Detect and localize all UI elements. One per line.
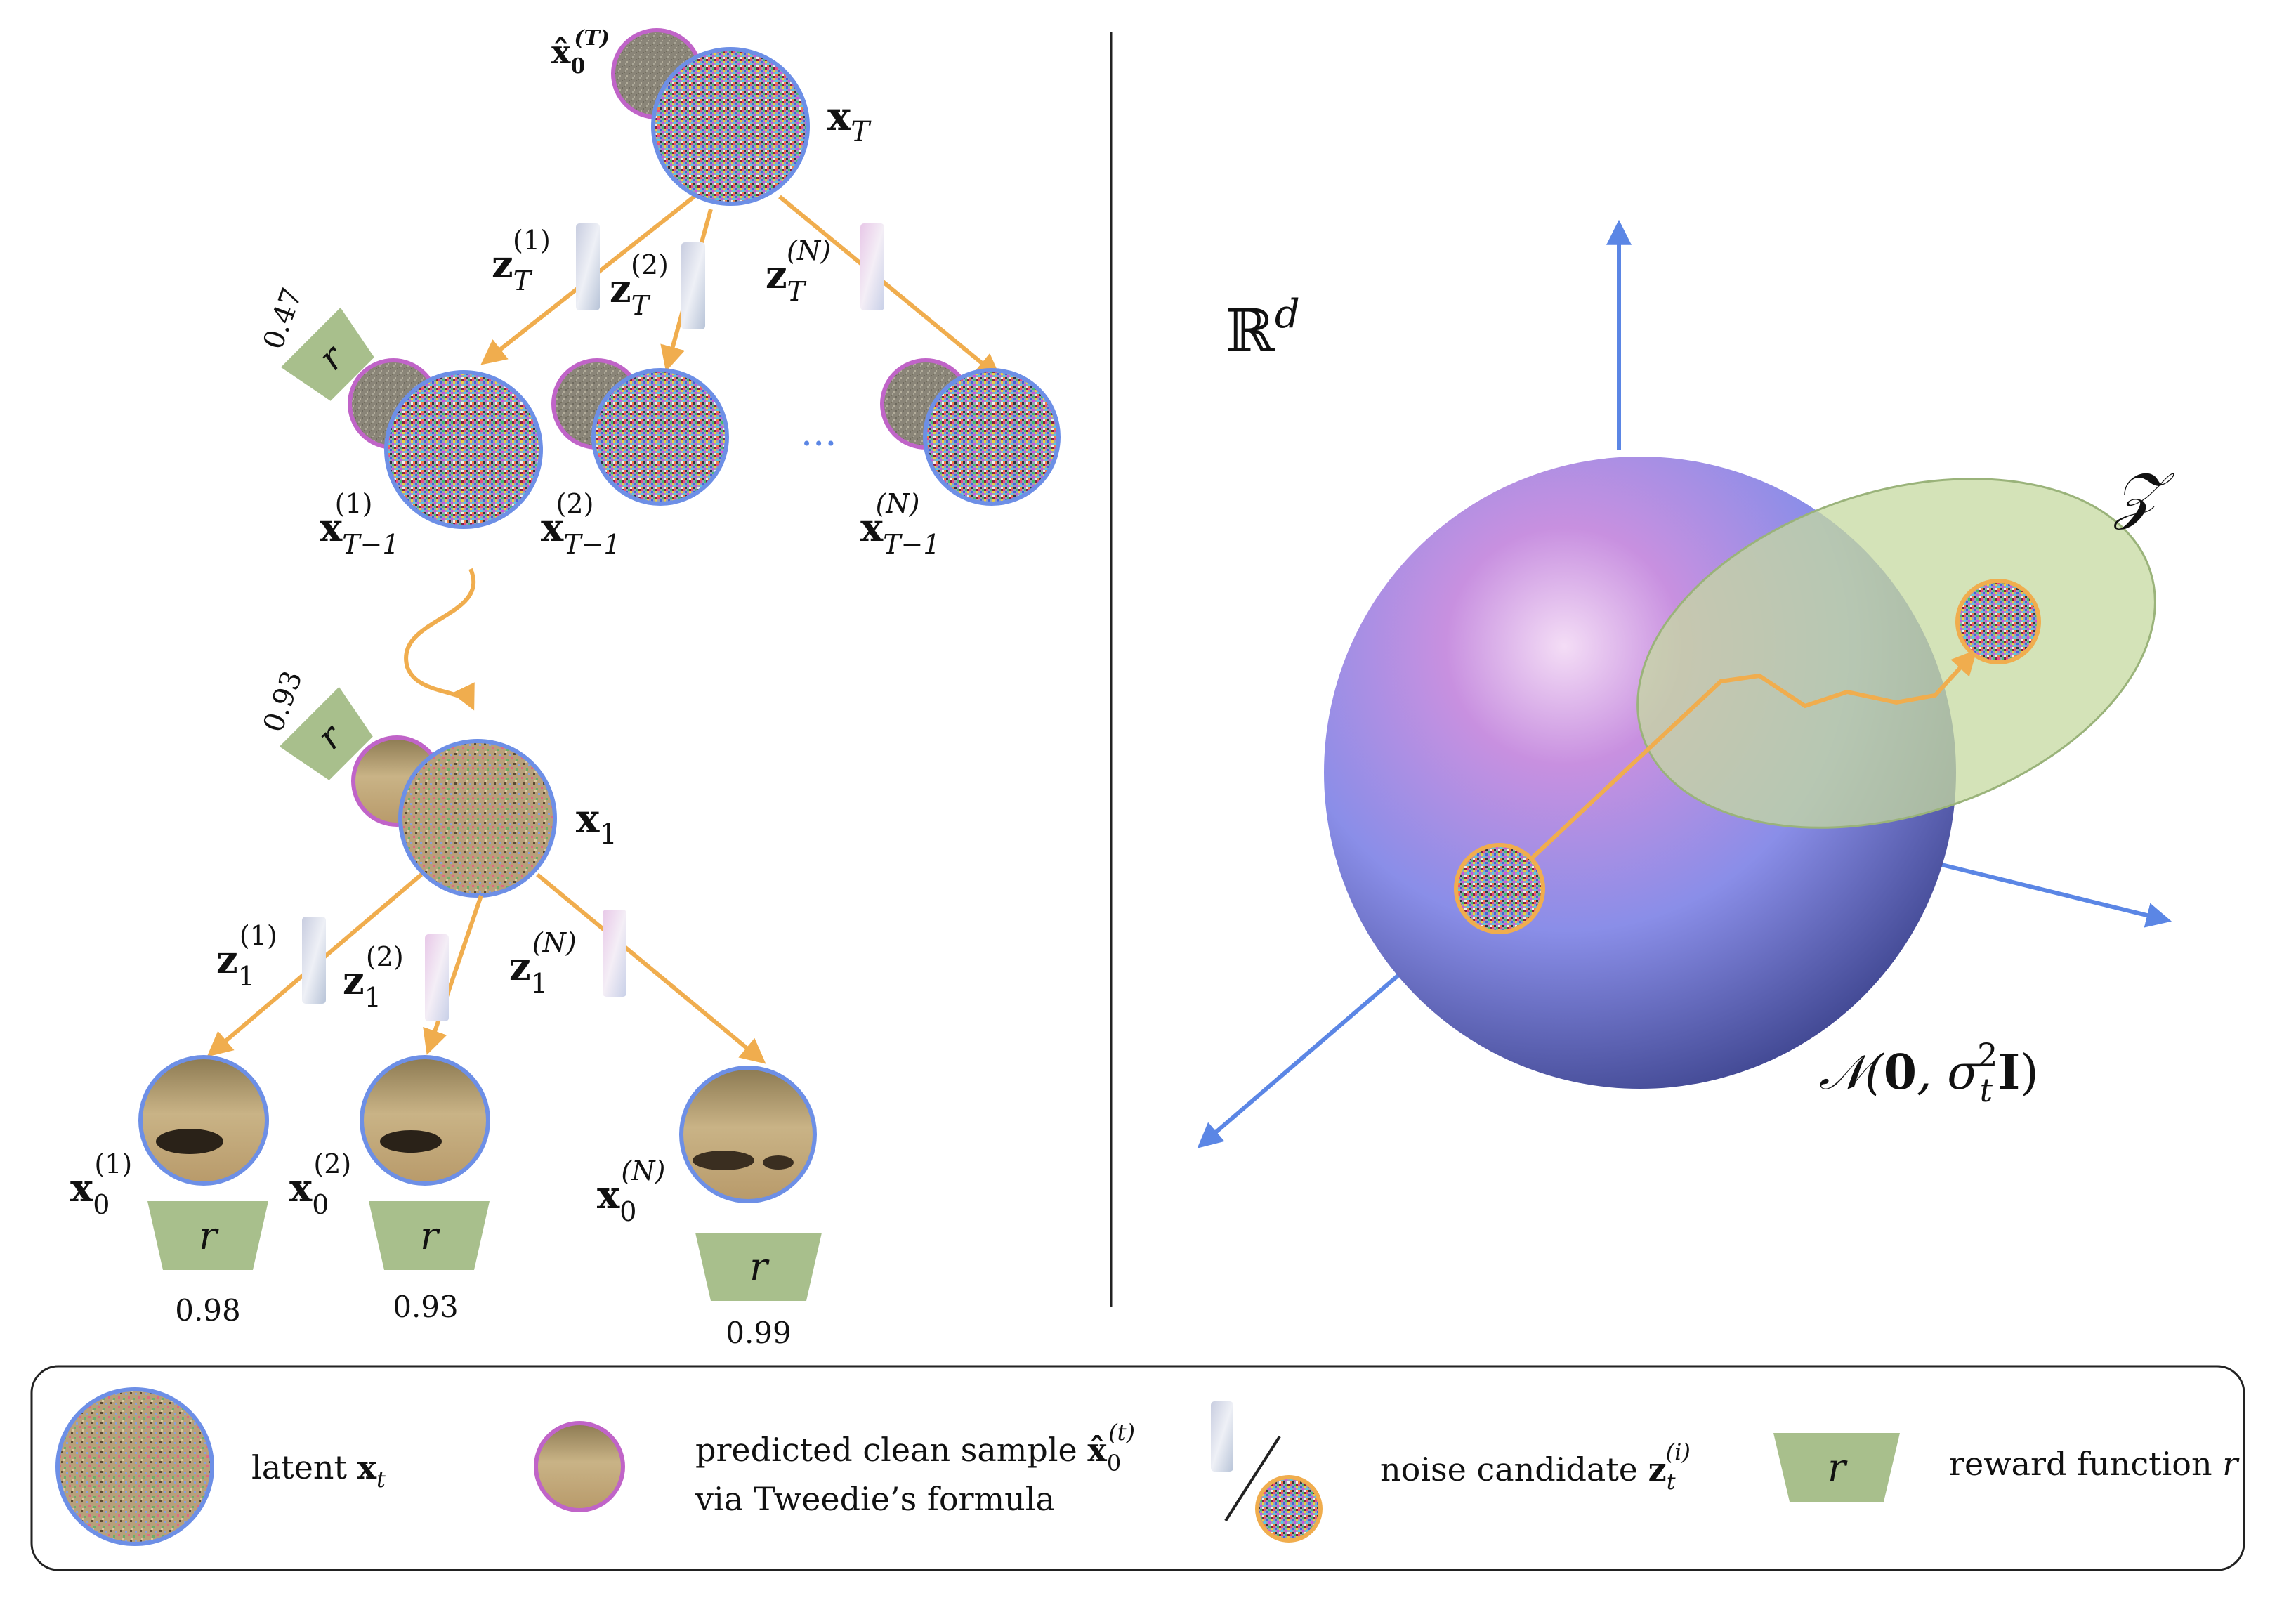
legend-reward-icon: r bbox=[1773, 1433, 1900, 1502]
z-top-1-label: zT(1) bbox=[492, 225, 551, 296]
svg-text:r: r bbox=[1828, 1446, 1848, 1490]
svg-text:r: r bbox=[199, 1214, 219, 1258]
leaf-2 bbox=[360, 1055, 490, 1186]
leaf-1-reward: r bbox=[147, 1201, 268, 1270]
mid-n-label: xT−1(N) bbox=[860, 488, 940, 560]
edge-x1-2 bbox=[423, 895, 483, 1055]
leaf-n-label: x0(N) bbox=[597, 1155, 665, 1227]
z-bottom-n-label: z1(N) bbox=[509, 927, 577, 999]
leaf-n bbox=[679, 1066, 817, 1203]
axis-left bbox=[1197, 971, 1403, 1148]
legend-predicted-line2: via Tweedie’s formula bbox=[695, 1480, 1055, 1518]
reward-x1: r bbox=[279, 686, 373, 780]
latent-space: ℝd 𝒵 𝒩(0, σt2I) bbox=[1197, 219, 2175, 1148]
legend-box bbox=[30, 1365, 2245, 1571]
svg-text:r: r bbox=[420, 1214, 440, 1258]
mid-1-label: xT−1(1) bbox=[320, 488, 400, 560]
root-hat-label: x̂0(T) bbox=[551, 26, 610, 79]
legend-predicted-line1: predicted clean sample x̂0(t) bbox=[695, 1419, 1135, 1476]
leaf-1-label: x0(1) bbox=[70, 1148, 132, 1220]
legend-latent-text: latent xt bbox=[251, 1448, 386, 1493]
trajectory bbox=[1501, 649, 1977, 887]
noise-bar-bottom-n bbox=[603, 910, 626, 997]
edge-root-n bbox=[778, 195, 1002, 379]
leaf-n-score: 0.99 bbox=[726, 1316, 792, 1350]
legend-noise-bar-icon bbox=[1211, 1401, 1233, 1472]
manifold-ellipsoid bbox=[1636, 478, 2156, 829]
z-top-n-label: zT(N) bbox=[766, 235, 831, 307]
legend-reward-text: reward function r bbox=[1949, 1445, 2240, 1483]
search-tree: x̂0(T) xT zT(1) zT(2) zT(N) r 0.47 bbox=[70, 26, 1061, 1350]
svg-text:r: r bbox=[749, 1245, 770, 1289]
mid-n-latent-circle bbox=[923, 368, 1061, 506]
leaf-1-score: 0.98 bbox=[175, 1293, 241, 1328]
leaf-1 bbox=[138, 1055, 269, 1186]
root-label: xT bbox=[827, 93, 872, 148]
z-bottom-1-label: z1(1) bbox=[216, 920, 277, 992]
leaf-2-label: x0(2) bbox=[289, 1148, 351, 1220]
leaf-2-score: 0.93 bbox=[393, 1290, 459, 1324]
reward-top-score: 0.47 bbox=[257, 284, 309, 353]
edge-root-1 bbox=[480, 177, 718, 365]
ellipsis: ··· bbox=[801, 421, 837, 466]
mid-1-latent-circle bbox=[384, 370, 543, 529]
x1-latent-circle bbox=[398, 739, 557, 898]
leaf-n-reward: r bbox=[695, 1233, 822, 1301]
squiggle-arrow bbox=[404, 568, 476, 711]
noise-bar-top-n bbox=[860, 223, 884, 310]
z-bottom-2-label: z1(2) bbox=[343, 941, 404, 1013]
reward-top: r bbox=[280, 307, 374, 401]
start-noise bbox=[1454, 843, 1545, 934]
root-latent-circle bbox=[651, 47, 810, 206]
noise-bar-bottom-1 bbox=[302, 917, 326, 1004]
noise-bar-bottom-2 bbox=[425, 934, 449, 1021]
noise-bar-top-1 bbox=[576, 223, 600, 310]
mid-2-latent-circle bbox=[591, 368, 729, 506]
leaf-2-reward: r bbox=[369, 1201, 490, 1270]
end-noise bbox=[1955, 579, 2041, 664]
legend-latent-icon bbox=[55, 1387, 214, 1546]
legend-noise-circle-icon bbox=[1255, 1475, 1323, 1543]
legend-noise-slash bbox=[1224, 1435, 1281, 1522]
z-top-2-label: zT(2) bbox=[610, 249, 669, 321]
legend-predicted-icon bbox=[534, 1421, 625, 1512]
legend-noise-text: noise candidate zt(i) bbox=[1380, 1439, 1691, 1495]
legend: latent xt predicted clean sample x̂0(t) … bbox=[30, 1365, 2245, 1571]
noise-bar-top-2 bbox=[681, 242, 705, 329]
space-label: ℝd bbox=[1226, 292, 1300, 365]
mid-2-label: xT−1(2) bbox=[541, 488, 621, 560]
x1-label: x1 bbox=[576, 796, 617, 851]
axis-right bbox=[1924, 858, 2172, 928]
edge-x1-n bbox=[536, 872, 766, 1064]
gaussian-label: 𝒩(0, σt2I) bbox=[1819, 1036, 2039, 1109]
manifold-label: 𝒵 bbox=[2113, 459, 2175, 531]
